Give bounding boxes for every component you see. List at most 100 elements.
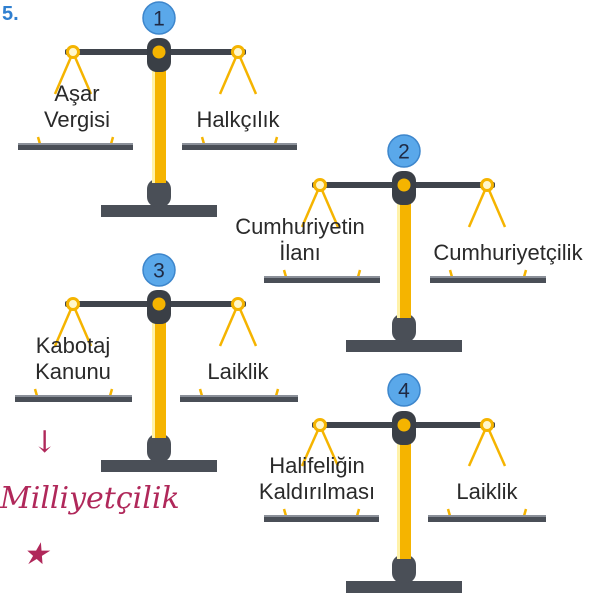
pan-platform [428,508,546,522]
pan-platform [264,269,380,283]
hanger-string [300,429,320,467]
hanger-string [300,189,320,228]
pan-platform [430,269,546,283]
hanger-ring [313,178,327,192]
hanger-string [320,429,340,467]
platform-plate [264,276,380,283]
left-pan-label: Halifeliğin [269,453,364,478]
platform-post [355,508,361,517]
platform-highlight [18,143,133,145]
platform-post [522,269,528,278]
left-pan-label: Kaldırılması [259,479,375,504]
platform-highlight [15,395,132,397]
pan-hanger [218,297,258,347]
scale-base-stem [392,314,416,342]
scale-pole-highlight [152,52,155,183]
scale-number-badge [387,373,421,407]
right-pan-label: Cumhuriyetçilik [433,240,583,265]
hanger-string [238,56,258,95]
platform-highlight [264,276,380,278]
scale-base-foot [346,340,462,352]
hanger-ring [480,178,494,192]
handwritten-arrow: ↓ [32,425,57,460]
pivot-knob [397,178,411,192]
platform-post [356,269,362,278]
platform-plate [430,276,546,283]
pan-platform [264,508,379,522]
platform-highlight [428,515,546,517]
question-number: 5. [2,3,19,25]
right-pan-label: Laiklik [456,479,518,504]
hanger-string [218,308,238,347]
pan-hanger [53,45,93,95]
platform-post [282,508,288,517]
hanger-ring [313,418,327,432]
pan-platform [182,136,297,150]
platform-post [200,136,206,145]
platform-post [446,508,452,517]
platform-post [33,388,39,397]
platform-plate [18,143,133,150]
scale-pole-highlight [397,425,400,559]
hanger-string [467,429,487,467]
pan-platform [15,388,132,402]
platform-post [108,388,114,397]
scale-pole [152,304,166,438]
hanger-string [218,56,238,95]
hanger-ring [231,297,245,311]
platform-plate [180,395,298,402]
right-pan-label: Halkçılık [196,107,280,132]
platform-highlight [430,276,546,278]
platform-post [198,388,204,397]
left-pan-label: Vergisi [44,107,110,132]
hanger-string [320,189,340,228]
hanger-string [53,308,73,347]
pan-hanger [300,178,340,228]
platform-post [274,388,280,397]
scale-number: 2 [398,141,410,164]
pan-hanger [53,297,93,347]
scale-number-badge [387,134,421,168]
hanger-string [73,308,93,347]
scale-base-foot [346,581,462,593]
pivot-knob [397,418,411,432]
scale-base-stem [147,434,171,462]
scale-number-badge [142,1,176,35]
left-pan-label: Kabotaj [36,333,111,358]
scale-pole [397,425,411,559]
scale-number: 3 [153,260,165,283]
platform-highlight [182,143,297,145]
scale-base-foot [101,205,217,217]
platform-highlight [180,395,298,397]
scale-pole [397,185,411,318]
platform-post [282,269,288,278]
pan-hanger [218,45,258,95]
platform-plate [264,515,379,522]
scale-base-stem [147,179,171,207]
hanger-ring [66,45,80,59]
scale-number: 4 [398,380,410,403]
left-pan-label: İlanı [279,240,321,265]
pan-hanger [467,418,507,467]
pivot-knob [152,45,166,59]
platform-plate [182,143,297,150]
handwritten-star: ★ [22,537,51,572]
right-pan-label: Laiklik [207,359,269,384]
pan-platform [180,388,298,402]
platform-post [448,269,454,278]
hanger-string [53,56,73,95]
hanger-ring [66,297,80,311]
left-pan-label: Cumhuriyetin [235,214,365,239]
platform-highlight [264,515,379,517]
left-pan-label: Aşar [54,81,99,106]
hanger-ring [231,45,245,59]
hanger-string [487,189,507,228]
scale-number: 1 [153,8,165,31]
platform-post [36,136,42,145]
platform-post [109,136,115,145]
hanger-string [238,308,258,347]
